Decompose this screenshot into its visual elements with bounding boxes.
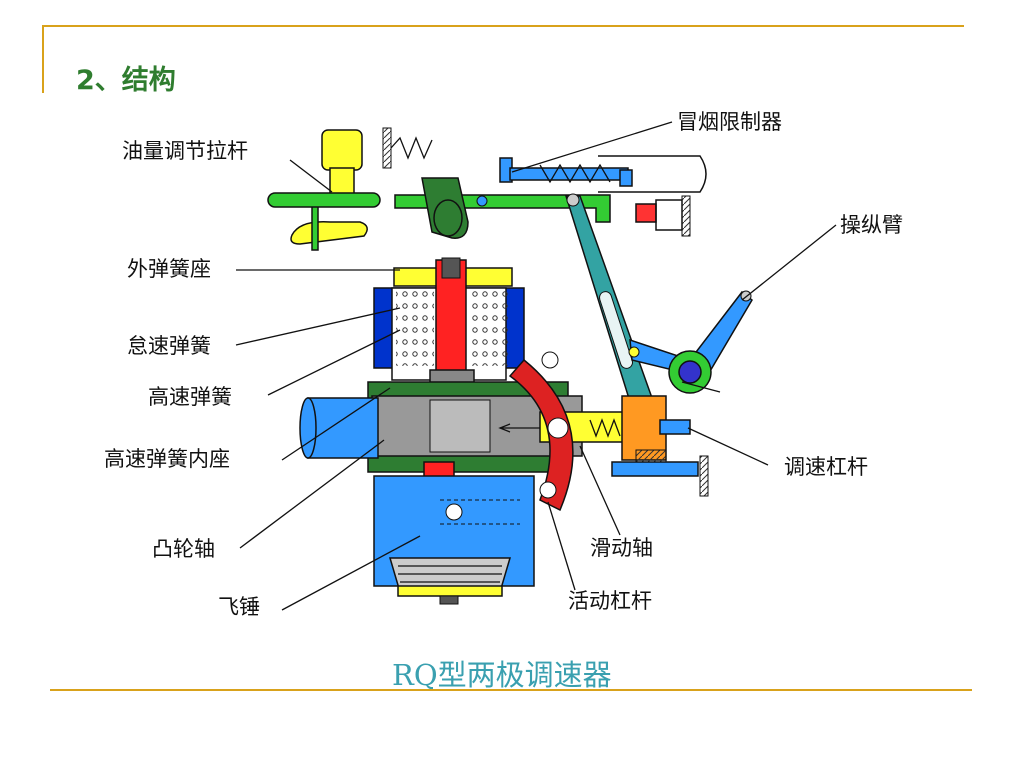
label-high-speed-spring: 高速弹簧 bbox=[148, 385, 232, 409]
label-smoke-limiter: 冒烟限制器 bbox=[677, 110, 782, 134]
slide-title: 2、结构 bbox=[76, 65, 176, 96]
label-high-speed-spring-inner-seat: 高速弹簧内座 bbox=[104, 447, 230, 471]
label-idle-spring: 怠速弹簧 bbox=[127, 334, 211, 358]
diagram-caption: RQ型两极调速器 bbox=[392, 658, 612, 692]
spring-housing bbox=[373, 257, 525, 391]
bottom-divider bbox=[50, 689, 972, 691]
label-control-arm: 操纵臂 bbox=[840, 213, 903, 237]
top-divider bbox=[42, 25, 964, 27]
label-fuel-rod: 油量调节拉杆 bbox=[122, 139, 248, 163]
swing-lever bbox=[421, 177, 469, 239]
fuel-rod-knob bbox=[290, 129, 368, 251]
label-floating-lever: 活动杠杆 bbox=[568, 589, 652, 613]
flyweight bbox=[373, 475, 535, 605]
label-outer-spring-seat: 外弹簧座 bbox=[127, 257, 211, 281]
label-flyweight: 飞锤 bbox=[218, 595, 260, 619]
title-accent-bar bbox=[42, 25, 44, 93]
smoke-limiter bbox=[499, 155, 707, 237]
floating-lever bbox=[508, 351, 574, 512]
label-camshaft: 凸轮轴 bbox=[152, 537, 215, 561]
leader-lines bbox=[235, 121, 837, 611]
rack-return-spring bbox=[382, 127, 433, 169]
label-governor-lever: 调速杠杆 bbox=[784, 455, 868, 479]
control-arm bbox=[628, 290, 753, 394]
label-sliding-shaft: 滑动轴 bbox=[590, 536, 653, 560]
